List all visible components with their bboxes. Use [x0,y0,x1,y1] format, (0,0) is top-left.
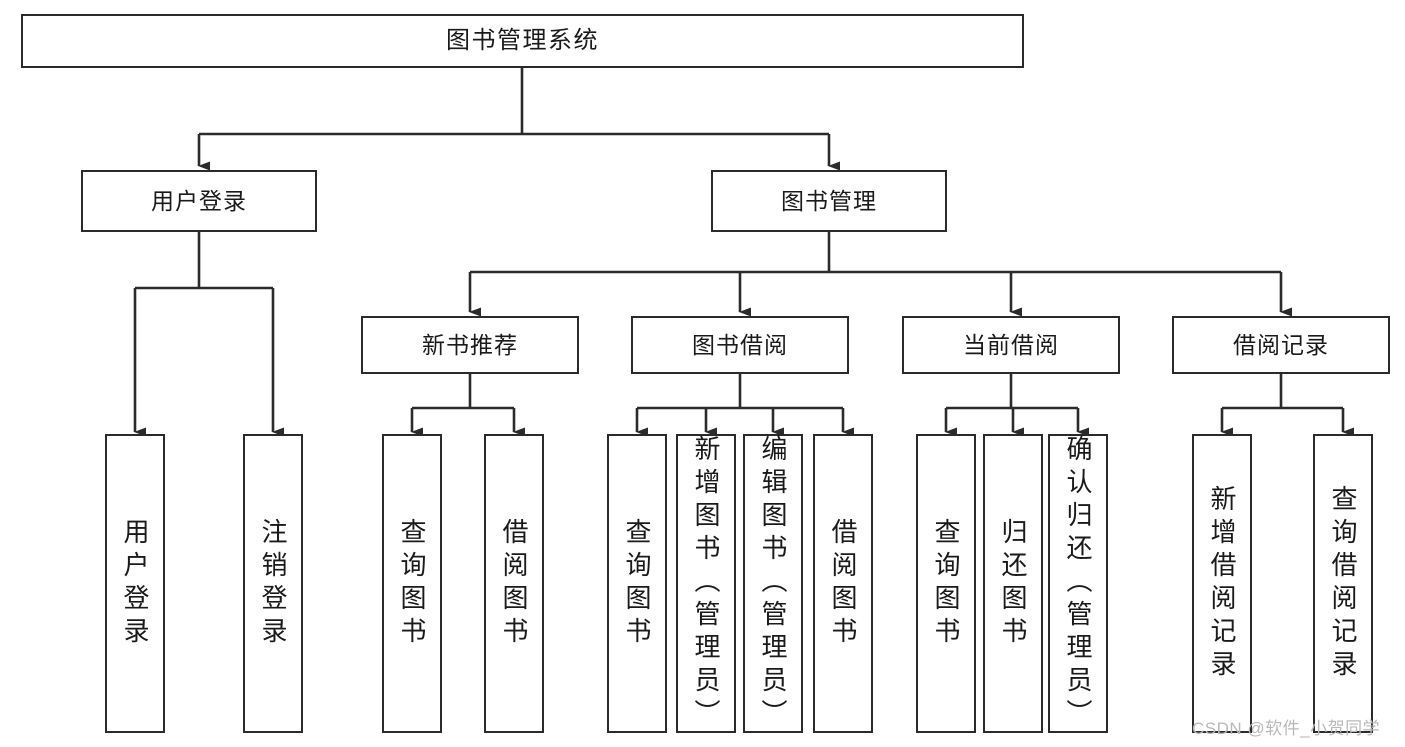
node-label: 图书管理 [781,187,877,214]
node-label: 确认归还（管理员） [1063,435,1093,732]
node-current-borrow[interactable]: 当前借阅 [902,316,1120,374]
node-borrow-records[interactable]: 借阅记录 [1172,316,1390,374]
leaf-new-book-query-book[interactable]: 查询图书 [382,434,442,733]
node-label: 新增借阅记录 [1207,484,1237,683]
leaf-book-borrow-edit-book-admin[interactable]: 编辑图书（管理员） [743,434,803,733]
node-root-book-management-system[interactable]: 图书管理系统 [21,14,1024,68]
node-label: 用户登录 [120,517,150,650]
node-label: 用户登录 [151,187,247,214]
node-book-borrow[interactable]: 图书借阅 [631,316,849,374]
node-label: 查询图书 [931,517,961,650]
node-label: 归还图书 [998,517,1028,650]
node-label: 查询图书 [622,517,652,650]
node-label: 新书推荐 [422,331,518,358]
node-label: 图书借阅 [692,331,788,358]
leaf-book-borrow-add-book-admin[interactable]: 新增图书（管理员） [676,434,736,733]
leaf-borrow-records-query-record[interactable]: 查询借阅记录 [1313,434,1373,733]
node-label: 查询图书 [397,517,427,650]
leaf-book-borrow-borrow-book[interactable]: 借阅图书 [813,434,873,733]
node-label: 借阅图书 [828,517,858,650]
csdn-watermark: CSDN @软件_小贺同学 [1192,719,1381,738]
leaf-borrow-records-add-record[interactable]: 新增借阅记录 [1192,434,1252,733]
node-label: 编辑图书（管理员） [758,435,788,732]
leaf-new-book-borrow-book[interactable]: 借阅图书 [484,434,544,733]
leaf-current-borrow-confirm-return-admin[interactable]: 确认归还（管理员） [1048,434,1108,733]
node-label: 注销登录 [258,517,288,650]
node-label: 借阅记录 [1233,331,1329,358]
leaf-book-borrow-query-book[interactable]: 查询图书 [607,434,667,733]
node-label: 借阅图书 [499,517,529,650]
node-new-book-recommend[interactable]: 新书推荐 [361,316,579,374]
leaf-user-login-login[interactable]: 用户登录 [105,434,165,733]
leaf-current-borrow-return-book[interactable]: 归还图书 [983,434,1043,733]
node-user-login[interactable]: 用户登录 [81,170,317,232]
node-label: 图书管理系统 [446,27,599,54]
node-label: 当前借阅 [963,331,1059,358]
node-label: 新增图书（管理员） [691,435,721,732]
node-book-management[interactable]: 图书管理 [711,170,947,232]
leaf-current-borrow-query-book[interactable]: 查询图书 [916,434,976,733]
node-label: 查询借阅记录 [1328,484,1358,683]
leaf-user-login-logout[interactable]: 注销登录 [243,434,303,733]
